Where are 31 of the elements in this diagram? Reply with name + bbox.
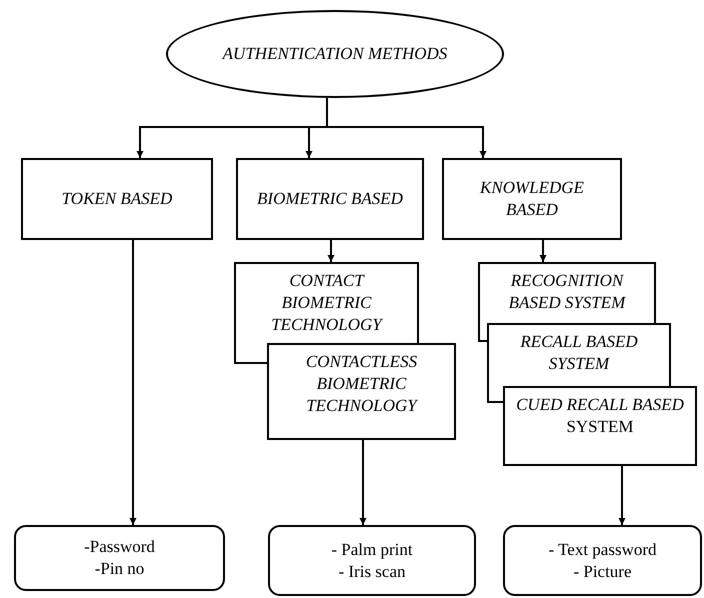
node-label: KNOWLEDGE BASED <box>478 177 585 221</box>
node-label: AUTHENTICATION METHODS <box>222 43 448 65</box>
node-label: BIOMETRIC BASED <box>257 188 403 210</box>
node-label: -Password <box>84 536 155 558</box>
node-label: RECALL BASED SYSTEM <box>519 331 639 375</box>
node-label: - Text password <box>548 538 657 560</box>
process-box <box>442 158 622 240</box>
arrow <box>540 240 546 262</box>
node-label: - Palm print <box>331 538 413 560</box>
process-box <box>234 262 419 343</box>
node-label: RECOGNITION BASED SYSTEM <box>508 270 627 314</box>
process-box <box>236 158 424 240</box>
process-box <box>478 262 656 323</box>
process-box <box>503 386 697 466</box>
arrow <box>618 466 626 525</box>
rounded-box <box>14 525 225 591</box>
arrow <box>360 440 366 525</box>
arrow <box>130 240 136 525</box>
process-box <box>267 343 456 440</box>
node-label: CONTACTLESS BIOMETRIC TECHNOLOGY <box>304 351 420 417</box>
process-box <box>487 323 671 386</box>
node-label: TOKEN BASED <box>62 188 172 210</box>
node-label: CONTACT BIOMETRIC TECHNOLOGY <box>270 270 384 336</box>
node-label: CUED RECALL BASED SYSTEM <box>515 394 685 438</box>
node-label: -Pin no <box>94 558 144 580</box>
node-label: - Iris scan <box>338 560 406 582</box>
process-box <box>21 158 213 240</box>
rounded-box <box>268 525 476 596</box>
rounded-box <box>503 525 702 596</box>
node-label: - Picture <box>573 560 632 582</box>
arrow <box>328 240 334 262</box>
